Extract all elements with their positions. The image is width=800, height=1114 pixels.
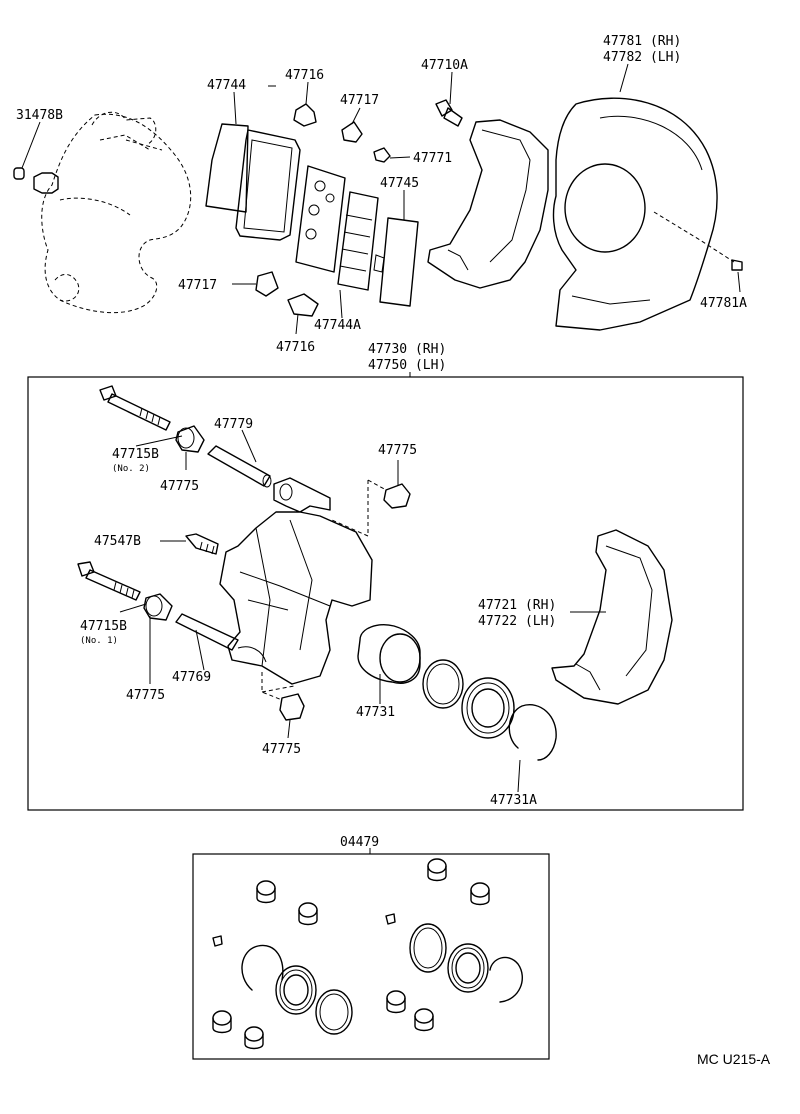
slide-bolt-47715B-no2 [99,385,171,431]
label-47716-bottom: 47716 [276,340,315,355]
bushing-47775-d [279,693,305,721]
kit-bushing [414,1008,434,1032]
bushing-47775-b [383,483,411,509]
caliper-body-upper [41,111,192,314]
label-47730-rh: 47730 (RH) [368,342,446,357]
pad-clip-47716-top [293,103,317,127]
upper-leaders [21,63,741,335]
set-ring-47731A [508,704,557,761]
disc-dust-shield [552,97,718,331]
kit-bushing [256,880,276,904]
label-47750-lh: 47750 (LH) [368,358,446,373]
label-47779: 47779 [214,417,253,432]
label-04479: 04479 [340,835,379,850]
label-47717-bottom: 47717 [178,278,217,293]
label-47745: 47745 [380,176,419,191]
kit-bushing [244,1026,264,1050]
caliper-mounting-bracket-47721 [551,529,673,705]
label-47775-c: 47775 [126,688,165,703]
label-47715B-no1: 47715B [80,619,127,634]
piston-dust-boot [461,677,515,739]
label-47716-top: 47716 [285,68,324,83]
caliper-mounting-bracket-upper [427,119,549,289]
label-47715B-no2-note: (No. 2) [112,464,150,474]
label-47731A: 47731A [490,793,537,808]
caliper-assembly-frame [27,376,744,811]
slide-bolt-47715B-no1 [77,561,141,601]
diagram-reference-code: MC U215-A [697,1051,771,1067]
caliper-assembly-leaders [119,429,606,793]
label-47771: 47771 [413,151,452,166]
repair-kit-contents [212,858,523,1050]
kit-bushing [298,902,318,926]
kit-bushing [212,1010,232,1034]
label-47710A: 47710A [421,58,468,73]
dust-shield-screw-47781A [731,259,743,271]
label-31478B: 31478B [16,108,63,123]
bleeder-plug-31478B [13,167,59,194]
slide-pin-47769 [175,613,239,651]
label-47781A: 47781A [700,296,747,311]
pad-clip-47716-bottom [287,293,319,317]
slide-pin-47779 [207,445,272,488]
label-47775-a: 47775 [160,479,199,494]
label-47731: 47731 [356,705,395,720]
label-47781-rh: 47781 (RH) [603,34,681,49]
pad-clip-47717-top [341,121,363,143]
inner-pad-47744A [337,191,379,291]
label-47722-lh: 47722 (LH) [478,614,556,629]
label-47547B: 47547B [94,534,141,549]
caliper-body-47730 [219,477,373,685]
kit-bushing [470,882,490,906]
label-47744A: 47744A [314,318,361,333]
outer-pad-47744 [205,123,301,241]
label-47775-d: 47775 [262,742,301,757]
label-47769: 47769 [172,670,211,685]
bleeder-screw-47710A [435,99,463,127]
bleeder-plug-47547B [185,533,219,555]
pad-clip-47717-bottom [255,271,279,297]
label-47744: 47744 [207,78,246,93]
label-47717-top: 47717 [340,93,379,108]
label-47715B-no2: 47715B [112,447,159,462]
label-47775-b: 47775 [378,443,417,458]
piston-47731 [357,624,421,684]
label-47721-rh: 47721 (RH) [478,598,556,613]
label-47715B-no1-note: (No. 1) [80,636,118,646]
anti-squeal-shim [295,165,346,273]
inner-pad-47745 [373,217,419,307]
bushing-47775-a [175,425,205,453]
kit-bushing [427,858,447,882]
pad-clip-47771 [373,147,391,163]
repair-kit-frame [192,853,550,1060]
label-47782-lh: 47782 (LH) [603,50,681,65]
kit-bushing [386,990,406,1014]
bushing-47775-c [143,593,173,621]
piston-seal [422,659,464,709]
